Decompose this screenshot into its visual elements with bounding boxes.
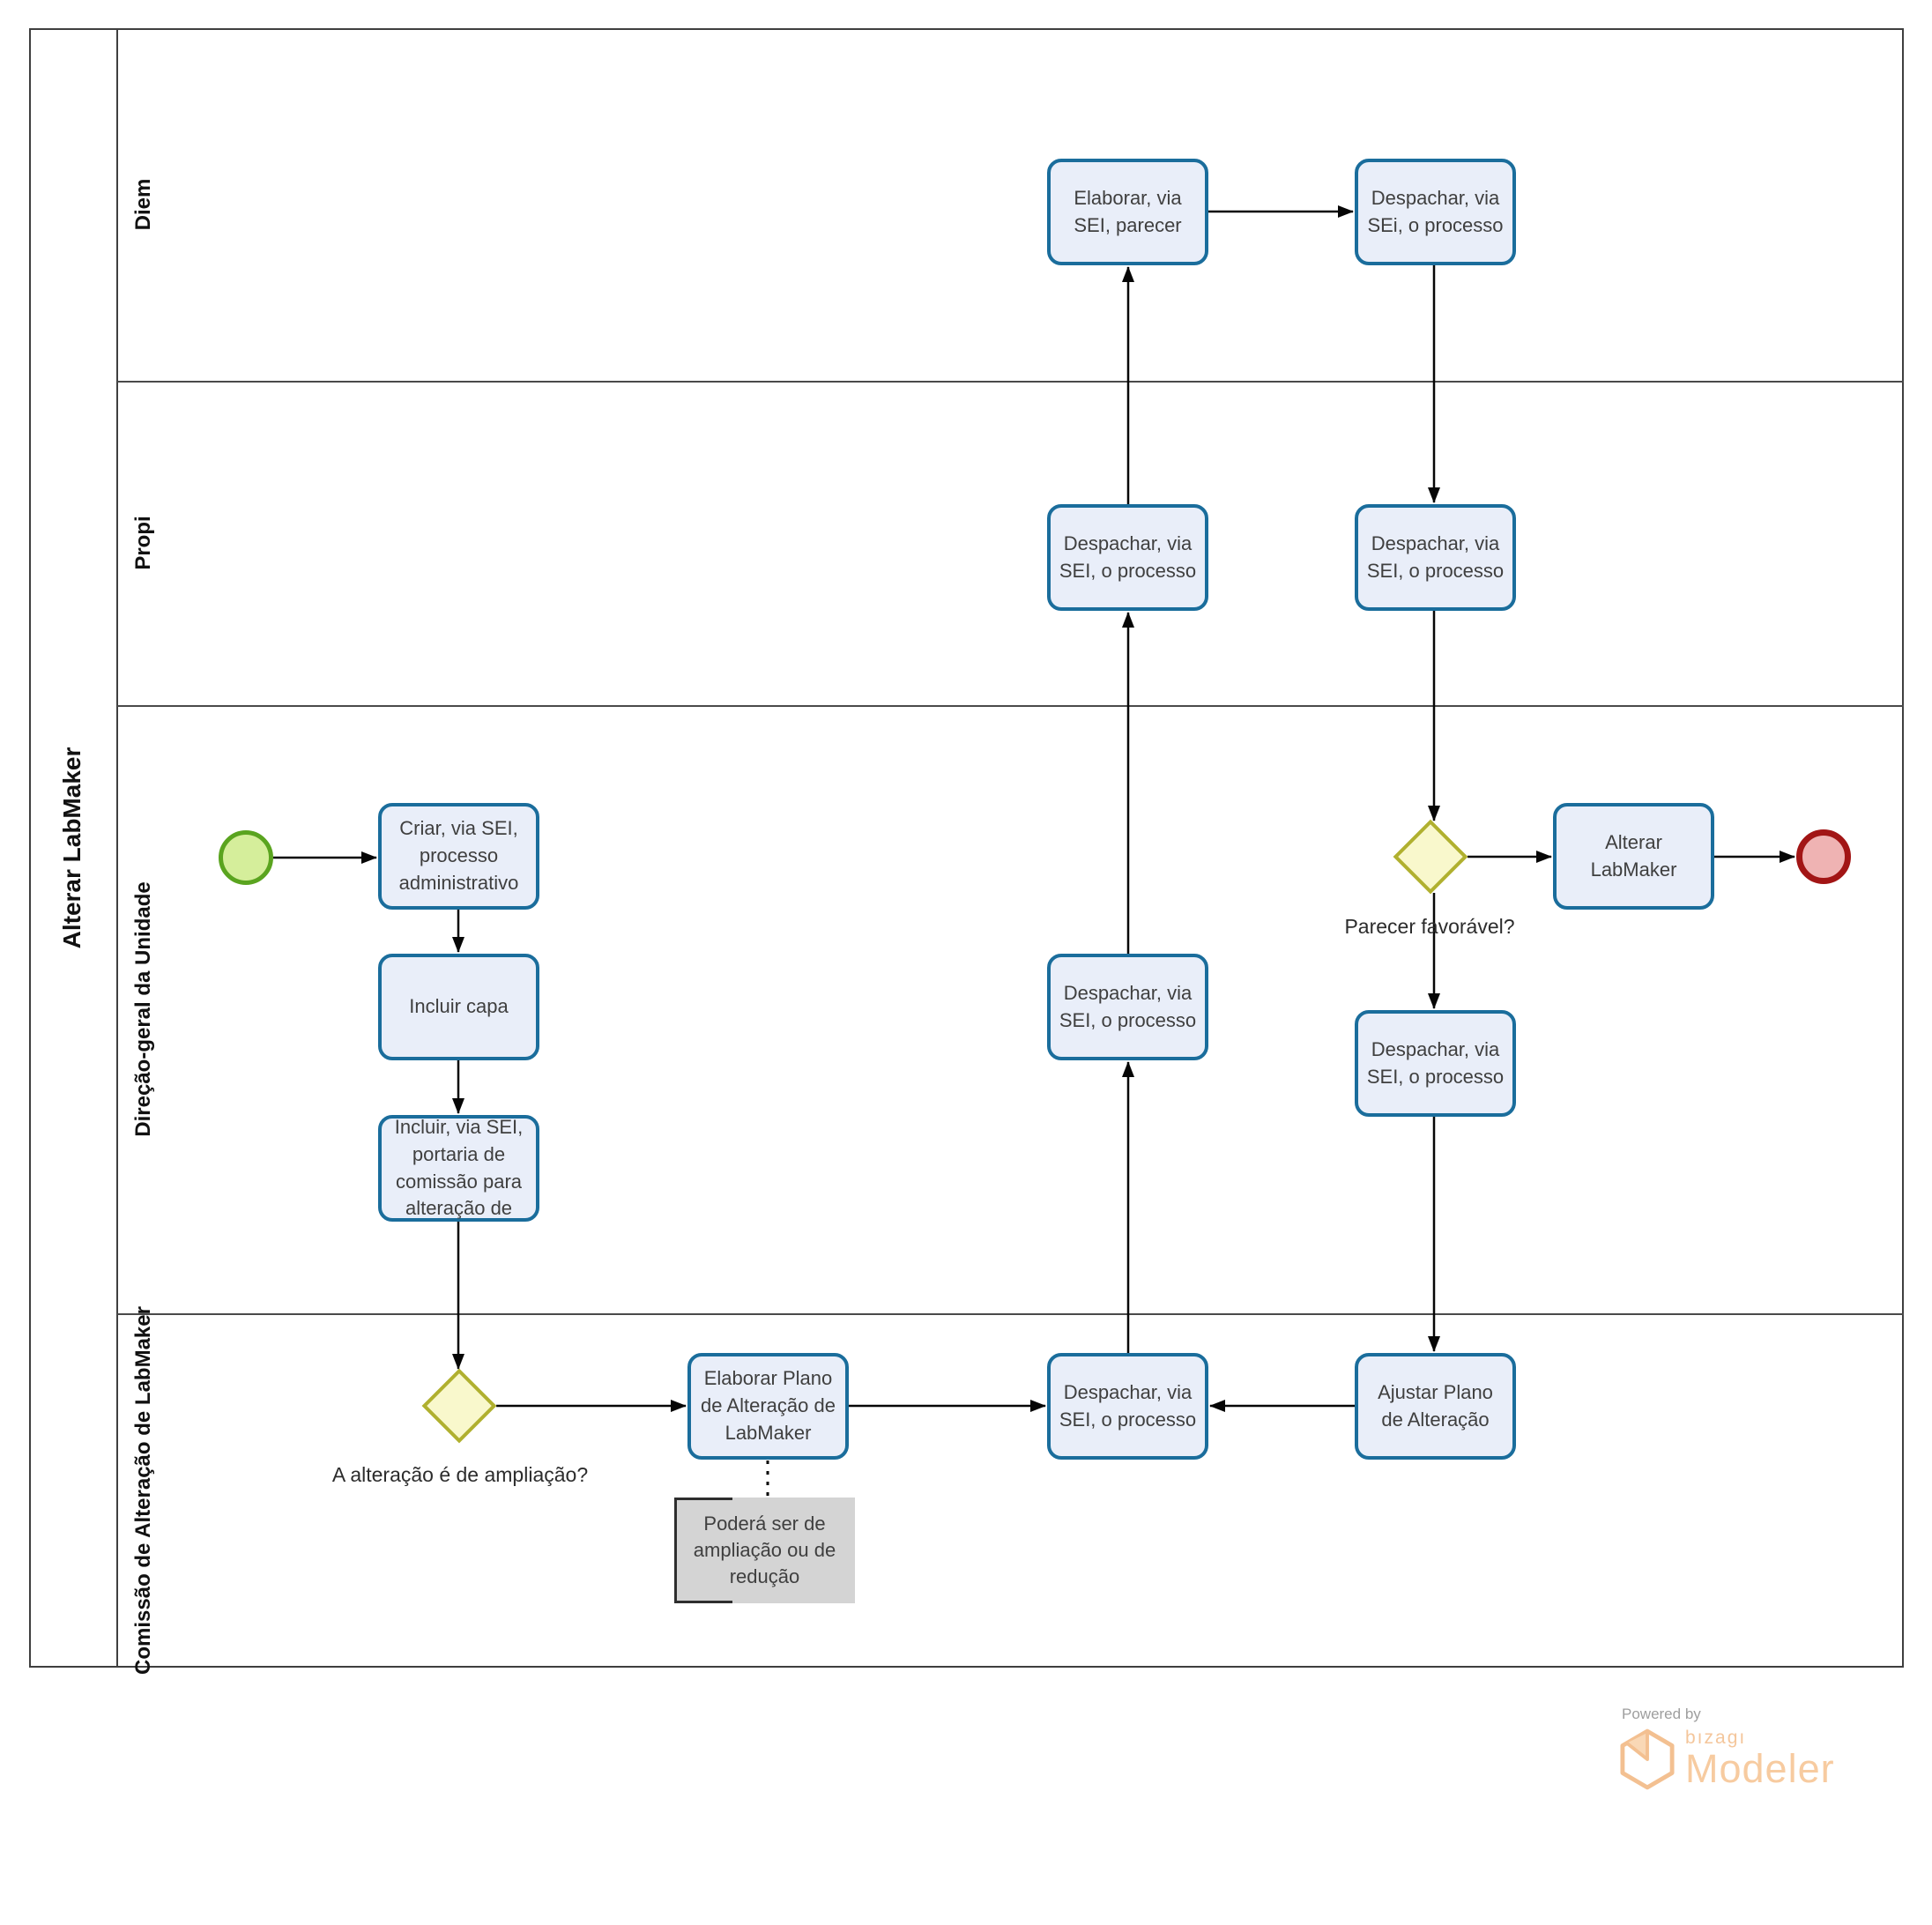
task-label: Elaborar Plano de Alteração de LabMaker [701,1367,836,1444]
task-label: Despachar, via SEI, o processo [1366,531,1505,582]
powered-by-label: Powered by [1622,1706,1701,1722]
start-event[interactable] [219,830,273,885]
pool-title: Alterar LabMaker [58,747,85,949]
bizagi-wordmark: bızagı [1685,1728,1747,1748]
task-despachar-diem[interactable]: Despachar, via SEi, o processo [1355,159,1516,265]
annotation-text: Poderá ser de ampliação ou de redução [693,1512,836,1587]
task-label: Despachar, via SEI, o processo [1366,1037,1505,1088]
lane-divider-diem-propi [117,381,1904,383]
task-incluir-portaria[interactable]: Incluir, via SEI, portaria de comissão p… [378,1115,539,1222]
pool-title-divider [116,28,118,1668]
task-elaborar-plano[interactable]: Elaborar Plano de Alteração de LabMaker [687,1353,849,1460]
text-annotation: Poderá ser de ampliação ou de redução [674,1498,855,1603]
task-despachar-comissao[interactable]: Despachar, via SEI, o processo [1047,1353,1208,1460]
gateway-ampliacao-label: A alteração é de ampliação? [331,1463,589,1486]
task-criar-processo[interactable]: Criar, via SEI, processo administrativo [378,803,539,910]
lane-divider-direcao-comissao [117,1313,1904,1315]
task-despachar-dg-centro[interactable]: Despachar, via SEI, o processo [1047,954,1208,1060]
bizagi-hexagon-icon [1620,1728,1675,1790]
task-alterar-labmaker[interactable]: Alterar LabMaker [1553,803,1714,910]
pool-border [29,28,1904,1668]
lane-label-comissao: Comissão de Alteração de LabMaker [131,1306,155,1675]
lane-label-direcao-geral: Direção-geral da Unidade [131,881,155,1137]
lane-label-diem: Diem [131,178,155,231]
task-despachar-propi-dir[interactable]: Despachar, via SEI, o processo [1355,504,1516,611]
task-label: Despachar, via SEI, o processo [1059,981,1197,1031]
task-label: Incluir, via SEI, portaria de comissão p… [394,1115,524,1220]
task-despachar-dg-direita[interactable]: Despachar, via SEI, o processo [1355,1010,1516,1117]
task-incluir-capa[interactable]: Incluir capa [378,954,539,1060]
task-label: Despachar, via SEI, o processo [1059,1380,1197,1431]
task-label: Alterar LabMaker [1590,830,1677,881]
bizagi-modeler-logo: Powered by bızagı Modeler [1620,1706,1867,1802]
task-label: Despachar, via SEi, o processo [1367,186,1504,236]
task-label: Ajustar Plano de Alteração [1378,1380,1493,1431]
task-ajustar-plano[interactable]: Ajustar Plano de Alteração [1355,1353,1516,1460]
lane-label-propi: Propi [131,516,155,570]
task-despachar-propi-esq[interactable]: Despachar, via SEI, o processo [1047,504,1208,611]
task-elaborar-parecer[interactable]: Elaborar, via SEI, parecer [1047,159,1208,265]
end-event[interactable] [1796,829,1851,884]
modeler-wordmark: Modeler [1685,1746,1835,1791]
task-label: Despachar, via SEI, o processo [1059,531,1197,582]
gateway-parecer-label: Parecer favorável? [1344,915,1515,938]
task-label: Elaborar, via SEI, parecer [1074,186,1182,236]
task-label: Criar, via SEI, processo administrativo [398,817,519,894]
task-label: Incluir capa [409,995,509,1018]
lane-divider-propi-direcao [117,705,1904,707]
